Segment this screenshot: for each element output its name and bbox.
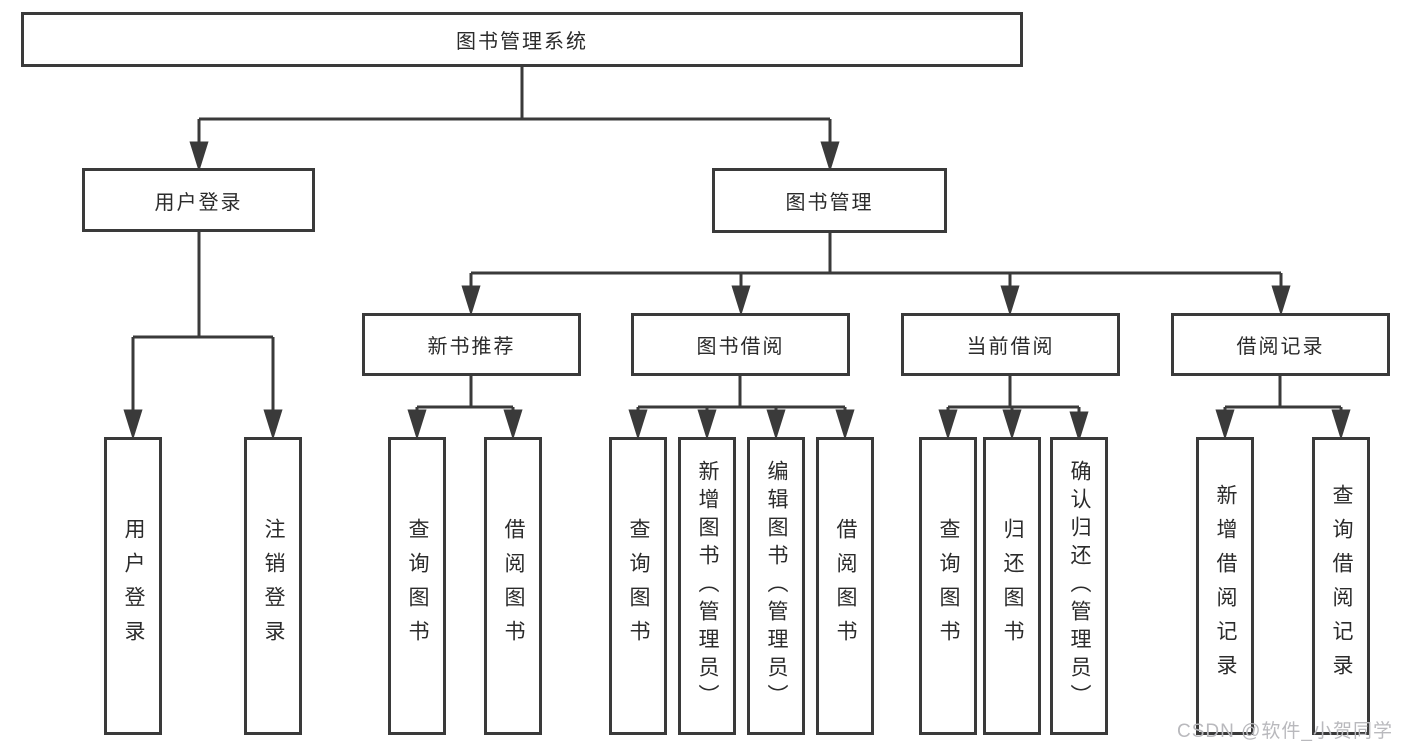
arrowhead-logout-leaf [263,409,283,441]
node-book-borrowing: 图书借阅 [631,313,850,376]
node-root: 图书管理系统 [21,12,1023,67]
node-cb-confirm-return: 确认归还（管理员） [1050,437,1108,735]
node-new-book-recommend: 新书推荐 [362,313,581,376]
arrowhead-bb-borrow [835,409,855,441]
node-logout-action: 注销登录 [244,437,302,735]
arrowhead-bb-add [697,409,717,441]
node-borrowing-records: 借阅记录 [1171,313,1390,376]
watermark: CSDN @软件_小贺同学 [1177,721,1393,742]
node-user-login: 用户登录 [82,168,315,232]
node-bb-borrow-books: 借阅图书 [816,437,874,735]
node-cb-return-books: 归还图书 [983,437,1041,735]
node-bb-add-books: 新增图书（管理员） [678,437,736,735]
node-bb-query-books: 查询图书 [609,437,667,735]
node-book-management: 图书管理 [712,168,947,233]
arrowhead-user-login [189,141,209,173]
arrowhead-nbr-borrow [503,409,523,441]
arrowhead-bb-query [628,409,648,441]
node-br-query-record: 查询借阅记录 [1312,437,1370,735]
arrowhead-borrowing-records [1271,285,1291,317]
node-nbr-query-books: 查询图书 [388,437,446,735]
node-user-login-action: 用户登录 [104,437,162,735]
arrowhead-br-query [1331,409,1351,441]
arrowhead-book-management [820,141,840,173]
node-current-borrowing: 当前借阅 [901,313,1120,376]
node-cb-query-books: 查询图书 [919,437,977,735]
arrowhead-login-leaf [123,409,143,441]
arrowhead-current-borrowing [1000,285,1020,317]
arrowhead-bb-edit [766,409,786,441]
node-nbr-borrow-books: 借阅图书 [484,437,542,735]
arrowhead-nbr-query [407,409,427,441]
arrowhead-cb-confirm [1069,411,1089,443]
arrowhead-br-add [1215,409,1235,441]
arrowhead-cb-query [938,409,958,441]
arrowhead-cb-return [1002,409,1022,441]
arrowhead-book-borrowing [731,285,751,317]
node-br-add-record: 新增借阅记录 [1196,437,1254,735]
node-bb-edit-books: 编辑图书（管理员） [747,437,805,735]
arrowhead-new-book [461,285,481,317]
